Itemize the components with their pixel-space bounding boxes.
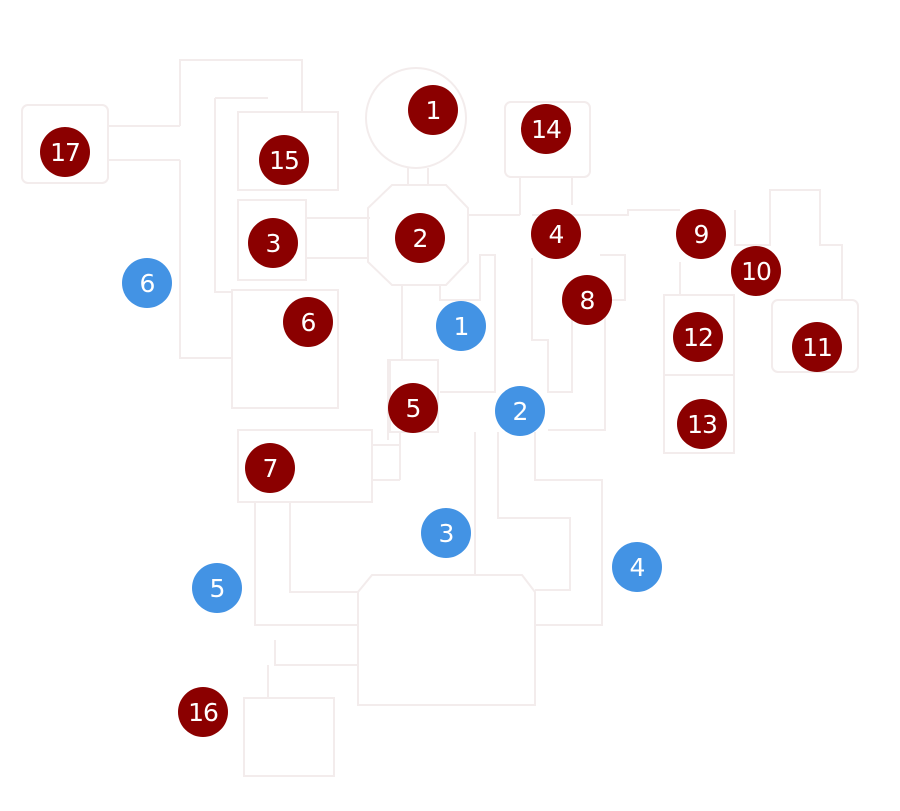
area-marker-2[interactable]: 2 [495,386,545,436]
room-marker-16[interactable]: 16 [178,687,228,737]
room-marker-8[interactable]: 8 [562,275,612,325]
room-marker-9[interactable]: 9 [676,209,726,259]
room-marker-2[interactable]: 2 [395,213,445,263]
area-marker-4[interactable]: 4 [612,542,662,592]
room-marker-15[interactable]: 15 [259,135,309,185]
room-marker-3[interactable]: 3 [248,218,298,268]
area-marker-3[interactable]: 3 [421,508,471,558]
room-marker-7[interactable]: 7 [245,443,295,493]
area-marker-1[interactable]: 1 [436,301,486,351]
room-marker-10[interactable]: 10 [731,246,781,296]
area-marker-6[interactable]: 6 [122,258,172,308]
area-marker-5[interactable]: 5 [192,563,242,613]
room-marker-6[interactable]: 6 [283,297,333,347]
room-marker-13[interactable]: 13 [677,399,727,449]
room-marker-11[interactable]: 11 [792,322,842,372]
room-marker-14[interactable]: 14 [521,104,571,154]
room-marker-4[interactable]: 4 [531,209,581,259]
room-marker-12[interactable]: 12 [673,312,723,362]
room-marker-5[interactable]: 5 [388,383,438,433]
room-marker-1[interactable]: 1 [408,85,458,135]
room-marker-17[interactable]: 17 [40,127,90,177]
